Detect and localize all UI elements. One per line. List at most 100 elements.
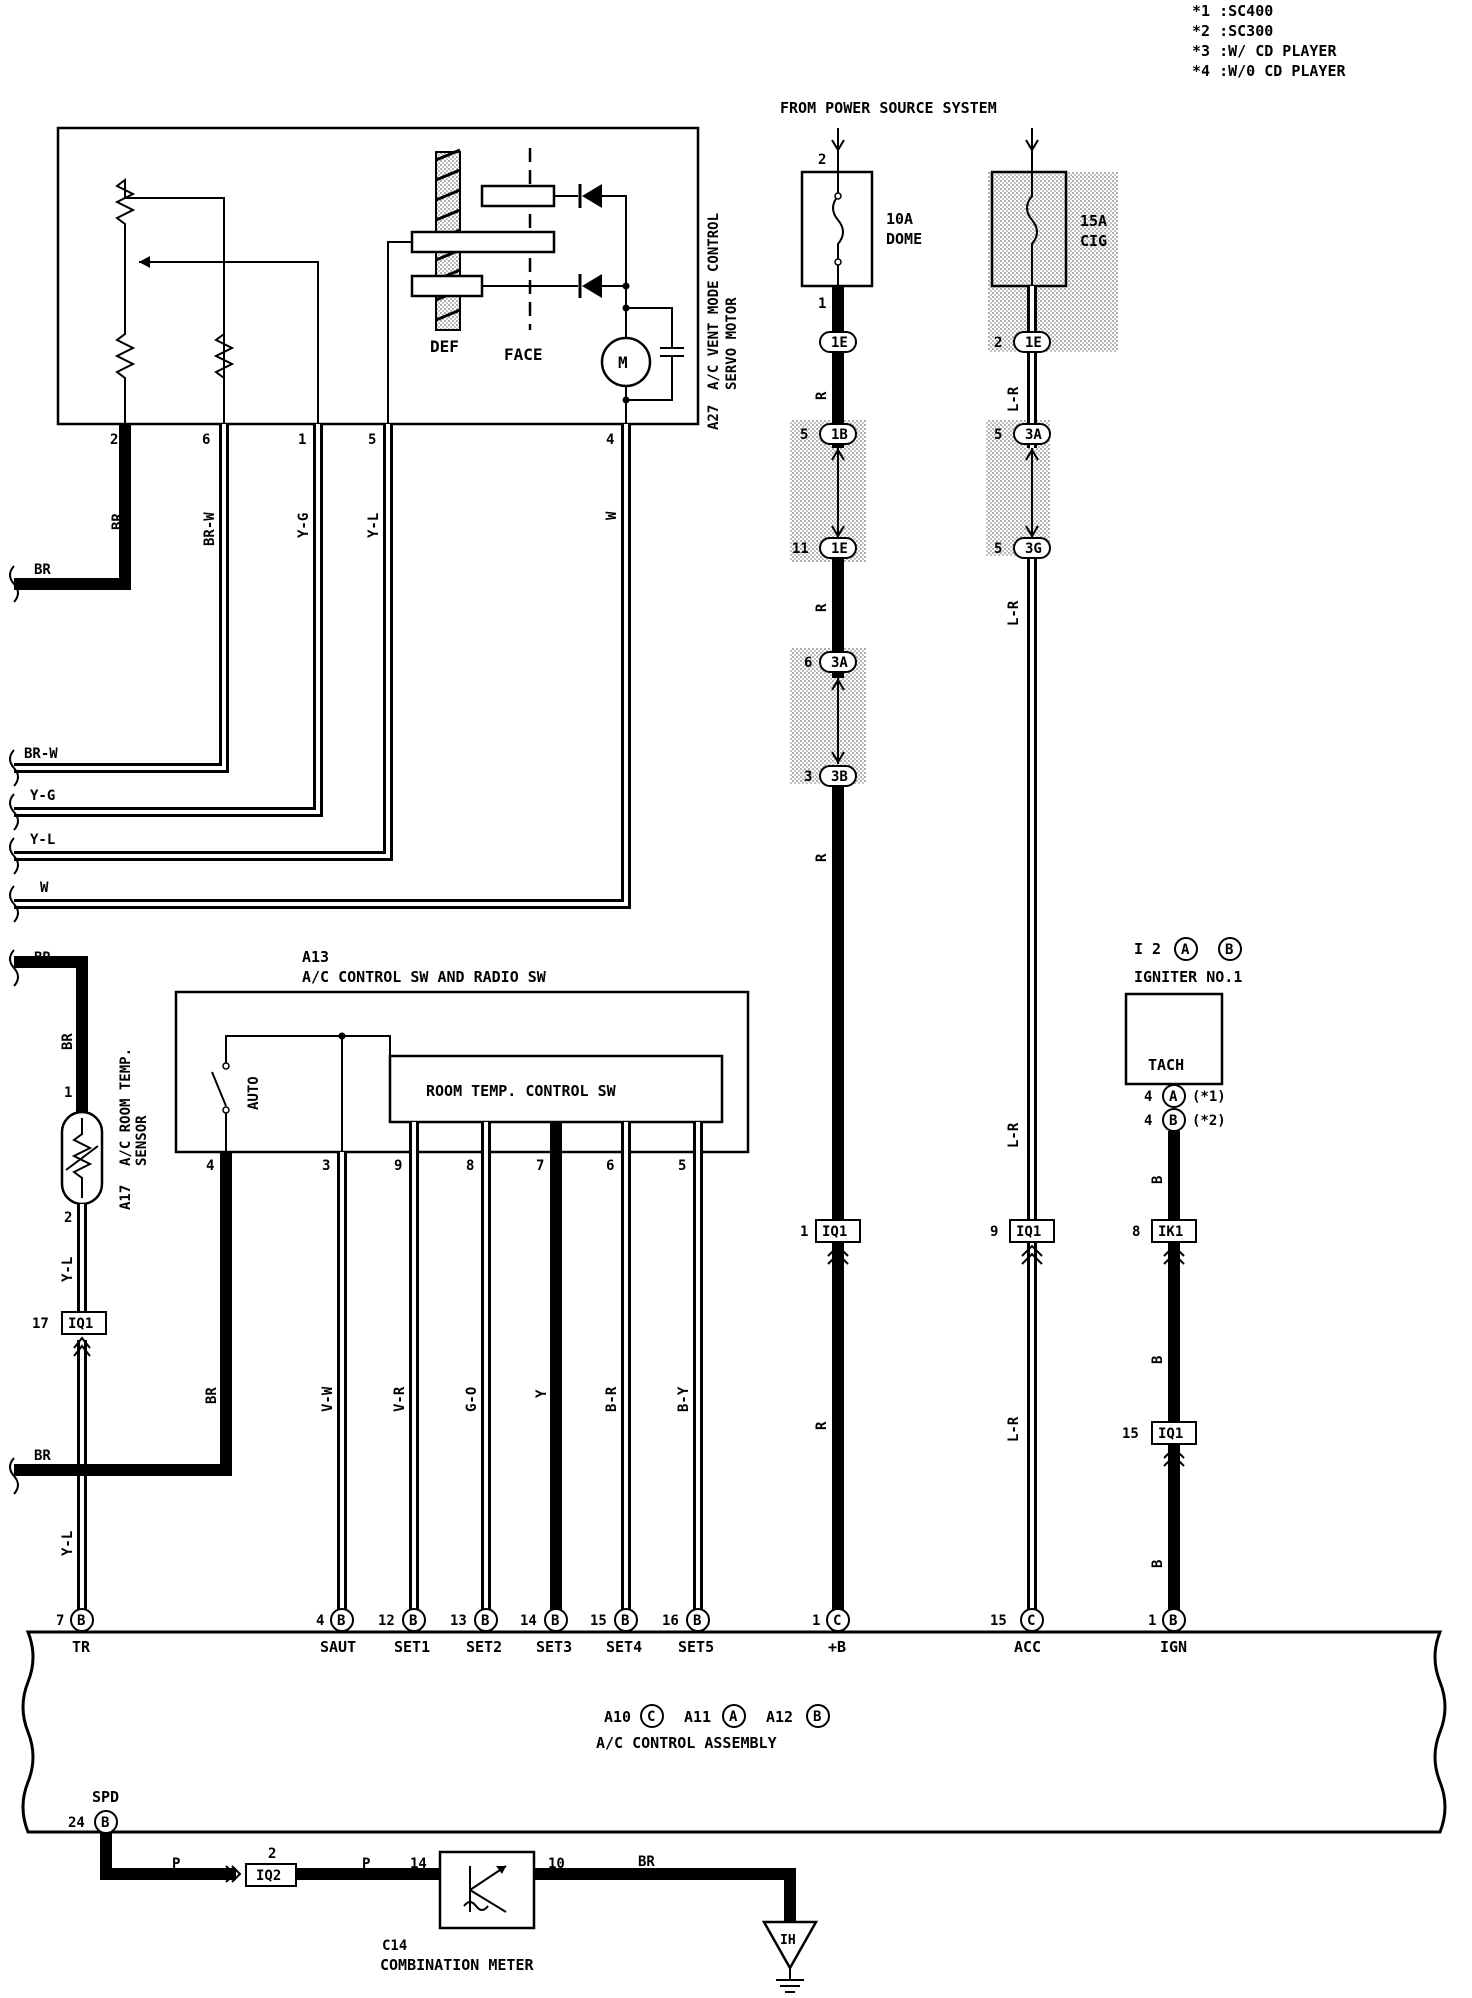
wire-label-g-o: G-O	[464, 1387, 480, 1412]
contact-top	[480, 184, 556, 208]
terminal-set3-pin: 14	[520, 1613, 537, 1629]
meter-pin-in: 14	[410, 1856, 427, 1872]
fuse-cig-name: CIG	[1080, 232, 1107, 250]
link-arrow-icon	[831, 678, 845, 691]
room-temp-label: ROOM TEMP. CONTROL SW	[426, 1082, 617, 1100]
wire-label-b-r: B-R	[604, 1386, 620, 1412]
sensor-wire-br	[14, 956, 88, 1112]
terminal-set5-label: SET5	[678, 1638, 714, 1656]
wire-label-y-l: Y-L	[366, 513, 382, 538]
conn-dome-4-label: 3A	[831, 655, 848, 671]
left-wire-y-g: Y-G	[30, 788, 55, 804]
assembly-body	[21, 1630, 1447, 1834]
motor-label: M	[618, 353, 628, 372]
resistor-2	[213, 333, 235, 379]
wire-b-label-1: B	[1150, 1176, 1166, 1184]
wire-break-mark	[9, 949, 19, 987]
node-dot	[338, 1032, 346, 1040]
conn-dome-5-label: 3B	[831, 769, 848, 785]
igniter-conn-a-icon	[1174, 937, 1198, 961]
spd-pin: 24	[68, 1815, 85, 1831]
terminal-set5: B 16 SET5	[662, 1608, 714, 1656]
junction-iq1-dome	[815, 1219, 861, 1243]
chevron-icons	[73, 1244, 1185, 1467]
wire-br-ground	[534, 1868, 796, 1922]
terminal-tr: B 7 TR	[56, 1608, 94, 1656]
conn-dome-1-label: 1E	[831, 335, 848, 351]
wiper-arrow-icon	[139, 256, 150, 268]
conn-dome-5-pin: 3	[804, 769, 812, 785]
control-sw-name: A/C CONTROL SW AND RADIO SW	[302, 968, 547, 986]
servo-name-2: SERVO MOTOR	[724, 297, 740, 390]
terminal-set2-pin: 13	[450, 1613, 467, 1629]
power-title: FROM POWER SOURCE SYSTEM	[780, 99, 997, 117]
conn-cig-2-label: 3A	[1025, 427, 1042, 443]
tr-wire-label: Y-L	[60, 1531, 76, 1556]
diode-leads	[482, 195, 578, 287]
terminal-set2-conn: B	[481, 1613, 489, 1629]
terminal-set2: B 13 SET2	[450, 1608, 502, 1656]
terminal-saut-conn: B	[337, 1613, 345, 1629]
def-label: DEF	[430, 337, 459, 356]
conn-cig-3-label: 3G	[1025, 541, 1042, 557]
conn-cig-3-pin: 5	[994, 541, 1002, 557]
assembly-conn-c: B	[813, 1709, 821, 1725]
junction-iq1-sensor-id: IQ1	[68, 1316, 93, 1332]
servo-code: A27	[706, 405, 722, 430]
servo-pin-4: 4	[606, 432, 614, 448]
contact-low	[410, 274, 484, 298]
junction-ik1	[1151, 1219, 1197, 1243]
terminal-acc-label: ACC	[1014, 1638, 1041, 1656]
sw-pin-5: 5	[678, 1158, 686, 1174]
link-arrow-icon	[831, 448, 845, 461]
wire-r-label-4: R	[814, 1421, 830, 1430]
terminal-saut-label: SAUT	[320, 1638, 356, 1656]
conn-dome-3-label: 1E	[831, 541, 848, 557]
servo-pin-1: 1	[298, 432, 306, 448]
conn-dome-2-label: 1B	[831, 427, 848, 443]
junction-iq1-sensor	[61, 1311, 107, 1335]
auto-switch-blade	[211, 1071, 227, 1107]
junction-iq1-ign-id: IQ1	[1158, 1426, 1183, 1442]
dome-chain: 1E 1B 5 1E 11 3A 6 3B 3 R R R R	[792, 286, 857, 1650]
terminal-plus-b-pin: 1	[812, 1613, 820, 1629]
assembly-conn-b: A	[729, 1709, 738, 1725]
ac-control-assembly: A10 C A11 A A12 B A/C CONTROL ASSEMBLY	[21, 1630, 1447, 1834]
wire-label-b-y: B-Y	[676, 1386, 692, 1412]
wire-br	[14, 424, 131, 590]
junction-iq1-cig	[1009, 1219, 1055, 1243]
contact-mid	[410, 230, 556, 254]
sw-pin-3: 3	[322, 1158, 330, 1174]
thermistor	[71, 1118, 93, 1198]
power-source: FROM POWER SOURCE SYSTEM	[780, 99, 1039, 172]
terminal-tr-pin: 7	[56, 1613, 64, 1629]
igniter-conn-a: A	[1181, 942, 1190, 958]
wire-b-label-3: B	[1150, 1560, 1166, 1568]
conn-dome-2	[819, 423, 857, 445]
fuse-dome-element	[832, 172, 844, 286]
diode-bottom-icon	[582, 274, 602, 298]
wire-w	[14, 424, 628, 906]
meter-name: COMBINATION METER	[380, 1956, 534, 1974]
note-1: *1 :SC400	[1192, 2, 1273, 20]
transistor-arrow	[496, 1866, 506, 1874]
chevron-icon	[225, 1865, 236, 1883]
left-wire-br-w: BR-W	[24, 746, 58, 762]
ground-flag-icon	[761, 1920, 819, 1971]
terminal-tr-conn: B	[77, 1613, 85, 1629]
assembly-terminals: B 7 TR B 4 SAUT B 12 SET1 B 13 SET2 B 14…	[56, 1608, 1187, 1656]
note-4: *4 :W/0 CD PLAYER	[1192, 62, 1346, 80]
conn-cig-1-pin: 2	[994, 335, 1002, 351]
terminal-set1-label: SET1	[394, 1638, 430, 1656]
conn-dome-5	[819, 765, 857, 787]
sensor-name-1: A/C ROOM TEMP.	[118, 1048, 134, 1166]
wire-y-g	[14, 424, 320, 814]
servo-wires: BR BR-W Y-G Y-L W BR BR-W Y-G Y-L W	[9, 424, 631, 923]
sensor-name-2: SENSOR	[134, 1115, 150, 1166]
potentiometer	[114, 178, 225, 424]
assembly-conn-a: C	[647, 1709, 655, 1725]
wire-label-br-w: BR-W	[202, 512, 218, 546]
conn-dome-4	[819, 651, 857, 673]
chevron-icon	[231, 1865, 242, 1883]
note-2: *2 :SC300	[1192, 22, 1273, 40]
